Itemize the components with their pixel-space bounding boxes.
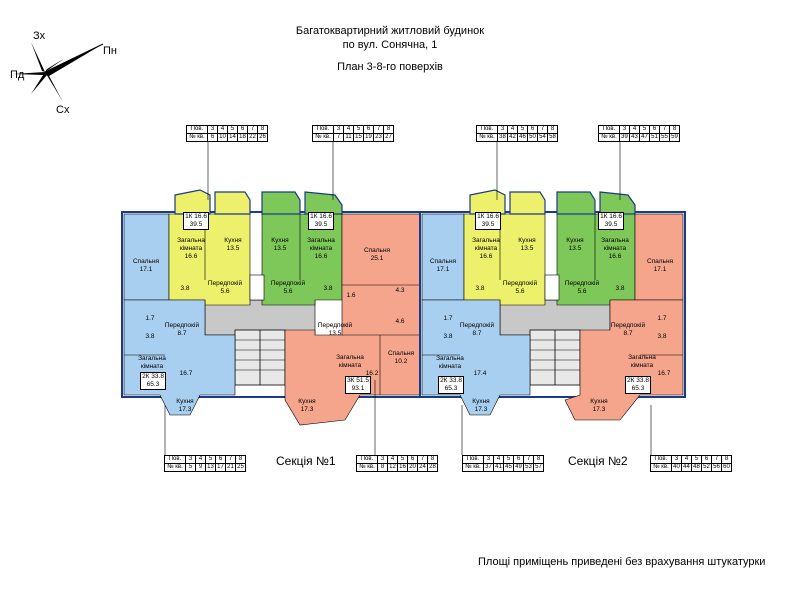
building-address: по вул. Сонячна, 1 <box>342 39 438 51</box>
compass-rose <box>13 42 104 102</box>
compass-label-east: Сх <box>56 104 70 116</box>
corridor <box>204 299 316 336</box>
plan-subtitle: План 3-8-го поверхів <box>337 61 443 73</box>
section-1-label: Секція №1 <box>276 454 336 468</box>
compass-label-south: Пд <box>10 69 25 81</box>
elevator-shaft <box>249 274 265 301</box>
section-2-plan <box>419 189 686 421</box>
section-2-label: Секція №2 <box>568 454 628 468</box>
compass-label-north: Пн <box>103 45 117 57</box>
building-title: Багатоквартирний житловий будинок <box>295 25 485 37</box>
plaster-footnote: Площі приміщень приведені без врахування… <box>478 556 766 568</box>
compass-label-west: Зх <box>33 30 46 42</box>
table-leaders <box>164 142 652 455</box>
section-1-plan <box>121 189 423 426</box>
